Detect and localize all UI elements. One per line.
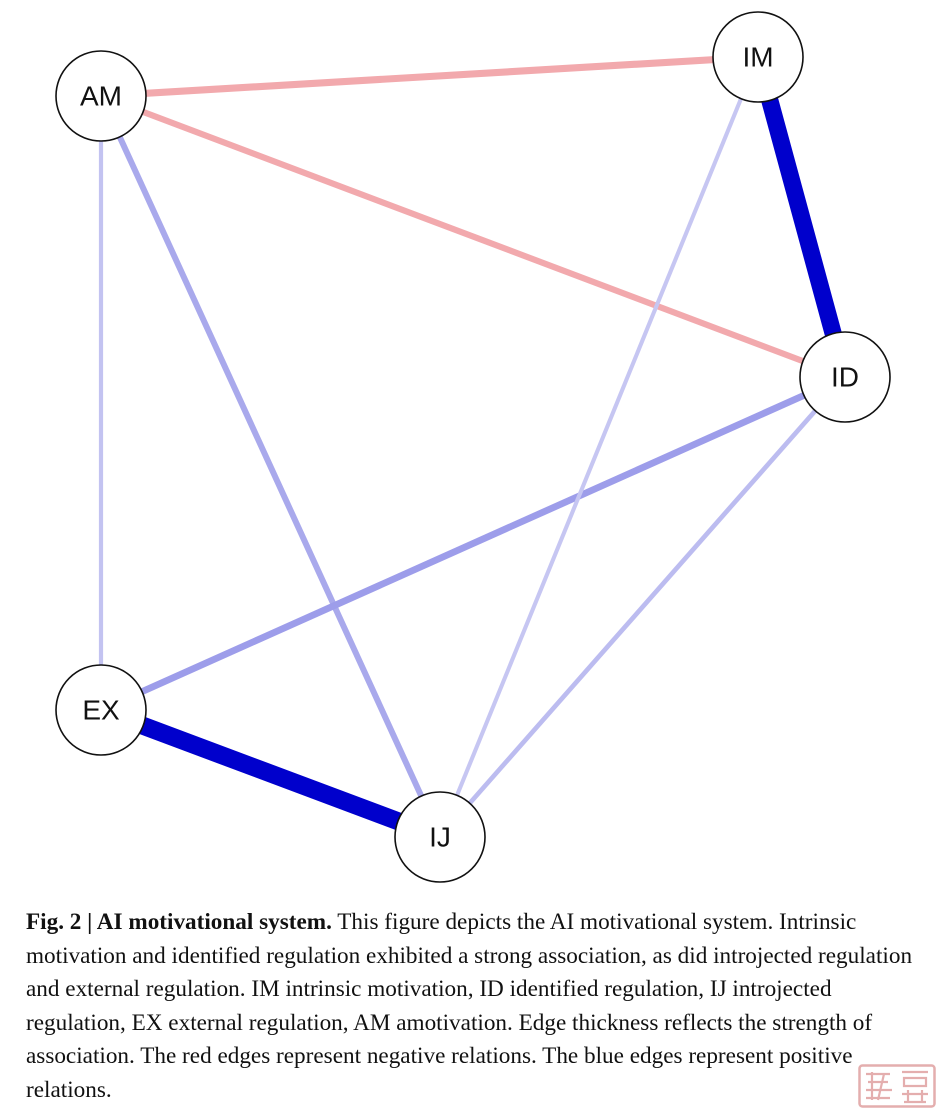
- node-ij: IJ: [394, 791, 486, 883]
- edge-ex-ij: [97, 701, 444, 846]
- node-id: ID: [799, 331, 891, 423]
- node-label: IJ: [429, 822, 451, 853]
- node-circle: [394, 791, 486, 883]
- stamp-seal-icon: [858, 1064, 936, 1108]
- node-label: IM: [742, 42, 773, 73]
- edge-am-ij: [98, 94, 443, 839]
- caption-body: This figure depicts the AI motivational …: [26, 909, 913, 1103]
- edge-am-im: [100, 53, 759, 100]
- edge-im-ij: [438, 56, 760, 838]
- node-circle: [55, 50, 147, 142]
- node-am: AM: [55, 50, 147, 142]
- node-im: IM: [712, 11, 804, 103]
- node-circle: [55, 664, 147, 756]
- node-label: ID: [831, 362, 859, 393]
- edge-id-ex: [99, 373, 847, 714]
- edge-am-id: [99, 93, 847, 380]
- node-label: EX: [82, 695, 120, 726]
- edge-id-ij: [438, 375, 847, 839]
- figure-caption: Fig. 2 | AI motivational system. This fi…: [26, 906, 926, 1108]
- node-circle: [799, 331, 891, 423]
- edge-layer: [97, 53, 854, 846]
- caption-lead: Fig. 2 | AI motivational system.: [26, 909, 332, 935]
- node-circle: [712, 11, 804, 103]
- node-label: AM: [80, 81, 122, 112]
- network-diagram: AM IM ID EX IJ: [55, 11, 891, 883]
- edge-im-id: [749, 54, 854, 380]
- node-layer: AM IM ID EX IJ: [55, 11, 891, 883]
- node-ex: EX: [55, 664, 147, 756]
